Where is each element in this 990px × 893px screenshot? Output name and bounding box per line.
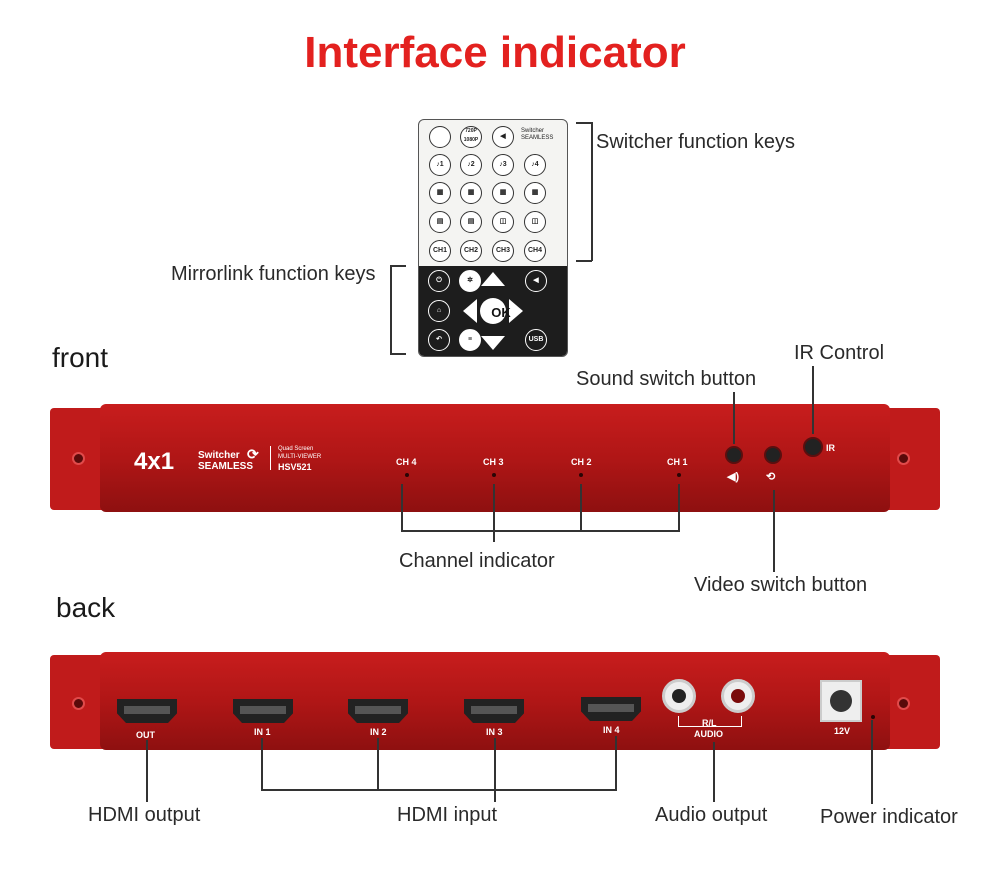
remote-key-ch1: CH1 <box>429 240 451 262</box>
ch3-label: CH 3 <box>483 457 504 467</box>
port-out-label: OUT <box>136 730 155 740</box>
video-switch-button[interactable] <box>764 446 782 464</box>
hdmi-in4-port <box>581 697 641 721</box>
remote-key-layout-4: ▦ <box>524 182 546 204</box>
hdmi-in3-port <box>464 699 524 723</box>
dpad-icon <box>463 272 523 350</box>
remote-key-ch2: CH2 <box>460 240 482 262</box>
label-ir-control: IR Control <box>794 342 885 364</box>
ok-key-label: OK <box>491 305 511 320</box>
power-icon: ⏻ <box>428 270 450 292</box>
ch4-label: CH 4 <box>396 457 417 467</box>
quad-screen-label: Quad Screen <box>278 446 314 452</box>
label-hdmi-output: HDMI output <box>88 804 201 826</box>
label-video-switch: Video switch button <box>694 574 868 596</box>
rca-jack-left <box>662 679 696 713</box>
hdmi-out-port <box>117 699 177 723</box>
ch1-led <box>677 473 681 477</box>
port-in1-label: IN 1 <box>254 727 271 737</box>
remote-key-audio-4: ♪4 <box>524 154 546 176</box>
remote-key-layout-7: ◫ <box>492 211 514 233</box>
section-back: back <box>56 592 116 623</box>
remote-key-layout-8: ◫ <box>524 211 546 233</box>
hdmi-in2-port <box>348 699 408 723</box>
remote-key-mute-icon: ◀ <box>492 126 514 148</box>
remote-key-ch4: CH4 <box>524 240 546 262</box>
page-title: Interface indicator <box>304 28 686 77</box>
label-hdmi-input: HDMI input <box>397 804 498 826</box>
mute-icon: ◀ <box>525 270 547 292</box>
section-front: front <box>52 342 109 373</box>
remote-key-audio-2: ♪2 <box>460 154 482 176</box>
refresh-icon: ⟳ <box>247 446 259 462</box>
remote-key-layout-5: ▤ <box>429 211 451 233</box>
brand-4x1: 4x1 <box>134 448 175 475</box>
port-in2-label: IN 2 <box>370 727 387 737</box>
menu-icon: ≡ <box>459 329 481 351</box>
hdmi-in1-port <box>233 699 293 723</box>
remote-key-layout-6: ▤ <box>460 211 482 233</box>
remote-key-ch3: CH3 <box>492 240 514 262</box>
ir-label: IR <box>826 443 835 453</box>
ch3-led <box>492 473 496 477</box>
divider <box>270 446 271 470</box>
remote-key-layout-3: ▦ <box>492 182 514 204</box>
remote-key-usb: USB <box>525 329 547 351</box>
label-switcher-keys: Switcher function keys <box>596 131 795 153</box>
sound-switch-button[interactable] <box>725 446 743 464</box>
rca-jack-right <box>721 679 755 713</box>
port-in3-label: IN 3 <box>486 727 503 737</box>
ch2-label: CH 2 <box>571 457 592 467</box>
remote-key-seamless: Switcher SEAMLESS <box>521 128 554 141</box>
audio-label: AUDIO <box>694 729 723 739</box>
front-ear-right <box>880 408 940 510</box>
rl-label: R/L <box>702 718 717 728</box>
label-audio-output: Audio output <box>655 804 768 826</box>
remote-key-layout-1: ▦ <box>429 182 451 204</box>
ch4-led <box>405 473 409 477</box>
power-led <box>871 715 875 719</box>
remote-key-icon <box>429 126 451 148</box>
back-ear-right <box>880 655 940 749</box>
remote-key-audio-1: ♪1 <box>429 154 451 176</box>
back-icon: ↶ <box>428 329 450 351</box>
label-power-indicator: Power indicator <box>820 806 958 828</box>
brand-seamless: SEAMLESS <box>198 461 254 472</box>
dc-power-jack <box>820 680 862 722</box>
remote-control: 720P 1080P ◀ Switcher SEAMLESS ♪1 ♪2 ♪3 … <box>418 119 568 357</box>
home-icon: ⌂ <box>428 300 450 322</box>
remote-key-layout-2: ▦ <box>460 182 482 204</box>
brand-switcher: Switcher <box>198 450 240 461</box>
screw-icon <box>72 697 85 710</box>
video-switch-icon: ⟲ <box>766 471 776 483</box>
rca-bracket <box>678 716 742 727</box>
label-sound-switch: Sound switch button <box>576 368 757 390</box>
port-in4-label: IN 4 <box>603 725 620 735</box>
ch2-led <box>579 473 583 477</box>
power-label: 12V <box>834 726 851 736</box>
ir-receiver <box>803 437 823 457</box>
sound-icon: ◀) <box>727 471 740 483</box>
remote-key-resolution: 720P 1080P <box>460 126 482 148</box>
settings-icon: ✲ <box>459 270 481 292</box>
remote-key-audio-3: ♪3 <box>492 154 514 176</box>
screw-icon <box>897 697 910 710</box>
ch1-label: CH 1 <box>667 457 688 467</box>
front-panel <box>100 404 890 512</box>
model-label: HSV521 <box>278 462 312 472</box>
screw-icon <box>72 452 85 465</box>
screw-icon <box>897 452 910 465</box>
label-mirrorlink-keys: Mirrorlink function keys <box>171 263 376 285</box>
multi-viewer-label: MULTI-VIEWER <box>278 454 322 460</box>
label-channel-indicator: Channel indicator <box>399 550 555 572</box>
